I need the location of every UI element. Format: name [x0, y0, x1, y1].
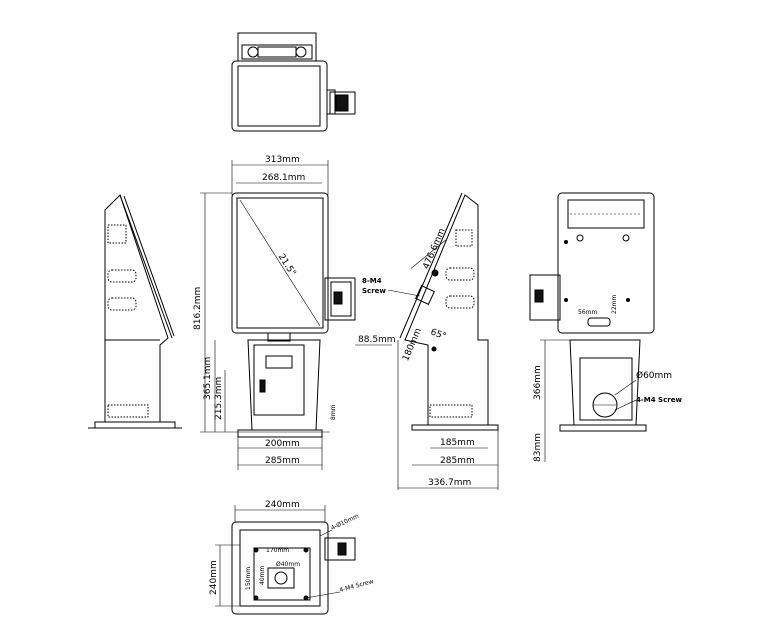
dim-bottom-depth: 240mm [209, 560, 219, 595]
bottom-view: 240mm 170mm 150mm Ø40mm 40mm 4-Ø10mm 4-M… [209, 500, 375, 615]
note-bottom-corner: 4-Ø10mm [330, 513, 360, 532]
dim-base-inner: 200mm [265, 439, 300, 449]
dim-total-height: 816.2mm [193, 287, 203, 330]
top-view [231, 32, 356, 132]
front-view: 313mm 268.1mm 21.5" 816.2mm 365.1mm 215.… [193, 155, 396, 470]
dim-printer-offset: 88.5mm [358, 335, 396, 345]
note-screw-line2: Screw [362, 287, 386, 295]
dim-rear-slot-h: 22mm [611, 295, 618, 314]
dim-side-lower: 180mm [401, 327, 424, 363]
dim-bottom-width: 240mm [265, 500, 300, 510]
dim-bottom-small: 40mm [259, 566, 266, 585]
left-side-view [88, 194, 182, 429]
dim-hole-diam: Ø60mm [636, 370, 672, 381]
dim-bottom-inner: 170mm [266, 547, 289, 554]
dim-base-outer: 285mm [265, 456, 300, 466]
dim-top-width: 313mm [265, 155, 300, 165]
dim-cabinet-height: 215.3mm [214, 377, 224, 420]
note-rear-screw: 4-M4 Screw [636, 396, 682, 404]
dim-bottom-inner-h: 150mm [245, 567, 252, 590]
right-side-view: 476.6mm 8-M4 Screw 180mm 65° 185mm 285mm… [362, 192, 499, 490]
dim-screen-width: 268.1mm [262, 173, 305, 183]
rear-view: 56mm 22mm Ø60mm 4-M4 Screw 366mm 83mm [529, 192, 682, 462]
dim-side-base-outer: 285mm [440, 456, 475, 466]
dim-base-thickness: 8mm [330, 404, 337, 420]
dim-side-depth: 336.7mm [428, 478, 471, 488]
dim-rear-slot-w: 56mm [578, 309, 597, 316]
dim-tilt-angle: 65° [429, 327, 447, 342]
dim-side-screen-len: 476.6mm [422, 227, 448, 271]
note-bottom-screw: 4-M4 Screw [339, 578, 375, 594]
dim-lower-height: 365.1mm [203, 357, 213, 400]
dim-rear-height: 366mm [533, 365, 543, 400]
dim-bottom-hole: Ø40mm [276, 561, 300, 568]
dim-side-base-inner: 185mm [440, 438, 475, 448]
dim-rear-base: 83mm [533, 433, 543, 462]
note-screw-line1: 8-M4 [362, 277, 382, 285]
